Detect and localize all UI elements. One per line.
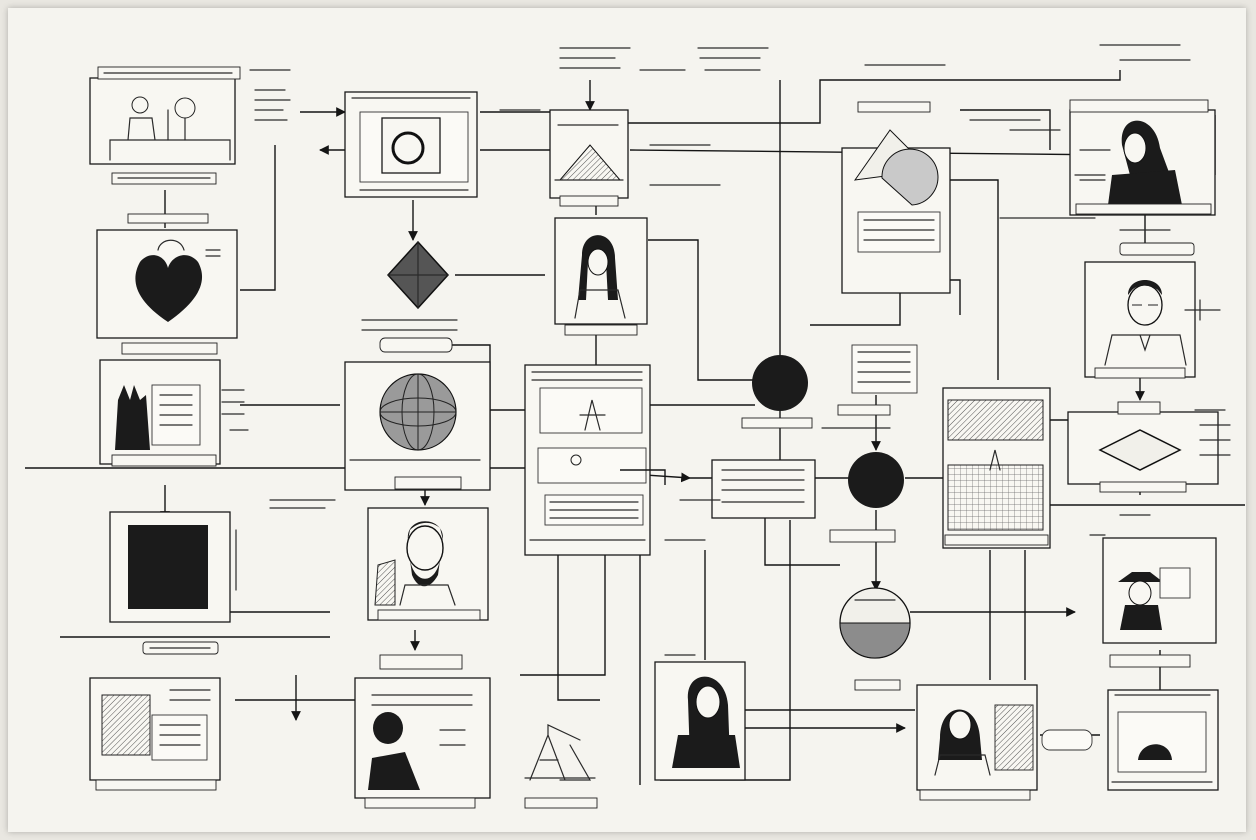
node-portrait-man: [367, 507, 489, 621]
node-portrait-woman: [554, 217, 648, 336]
node-pyramid: [549, 109, 629, 207]
node-lab-scene: [89, 66, 241, 224]
node-tv: [1041, 689, 1219, 791]
node-two-people: [916, 684, 1038, 801]
node-hat-man: [1102, 537, 1217, 668]
node-globe: [344, 361, 491, 491]
node-diamond: [361, 240, 458, 353]
node-chart-panel: [524, 364, 666, 556]
node-text-card: [711, 459, 816, 519]
node-monitor: [344, 91, 478, 198]
node-portrait-glasses: [1084, 242, 1196, 379]
node-black-square: [109, 511, 237, 655]
node-house: [89, 677, 221, 791]
node-protractor: [841, 64, 951, 294]
node-buildings: [99, 359, 249, 467]
node-sphere-bowl: [829, 529, 911, 691]
node-portrait-bottom: [654, 661, 746, 781]
node-heart: [96, 229, 238, 355]
node-black-circles: [741, 344, 918, 508]
node-building-photo: [942, 387, 1051, 549]
node-right-diamond: [1067, 401, 1231, 493]
annotation-scribbles: [249, 47, 1221, 656]
node-speaker: [354, 654, 491, 809]
node-portrait-woman-right: [1069, 44, 1216, 216]
node-tower: [524, 724, 598, 809]
